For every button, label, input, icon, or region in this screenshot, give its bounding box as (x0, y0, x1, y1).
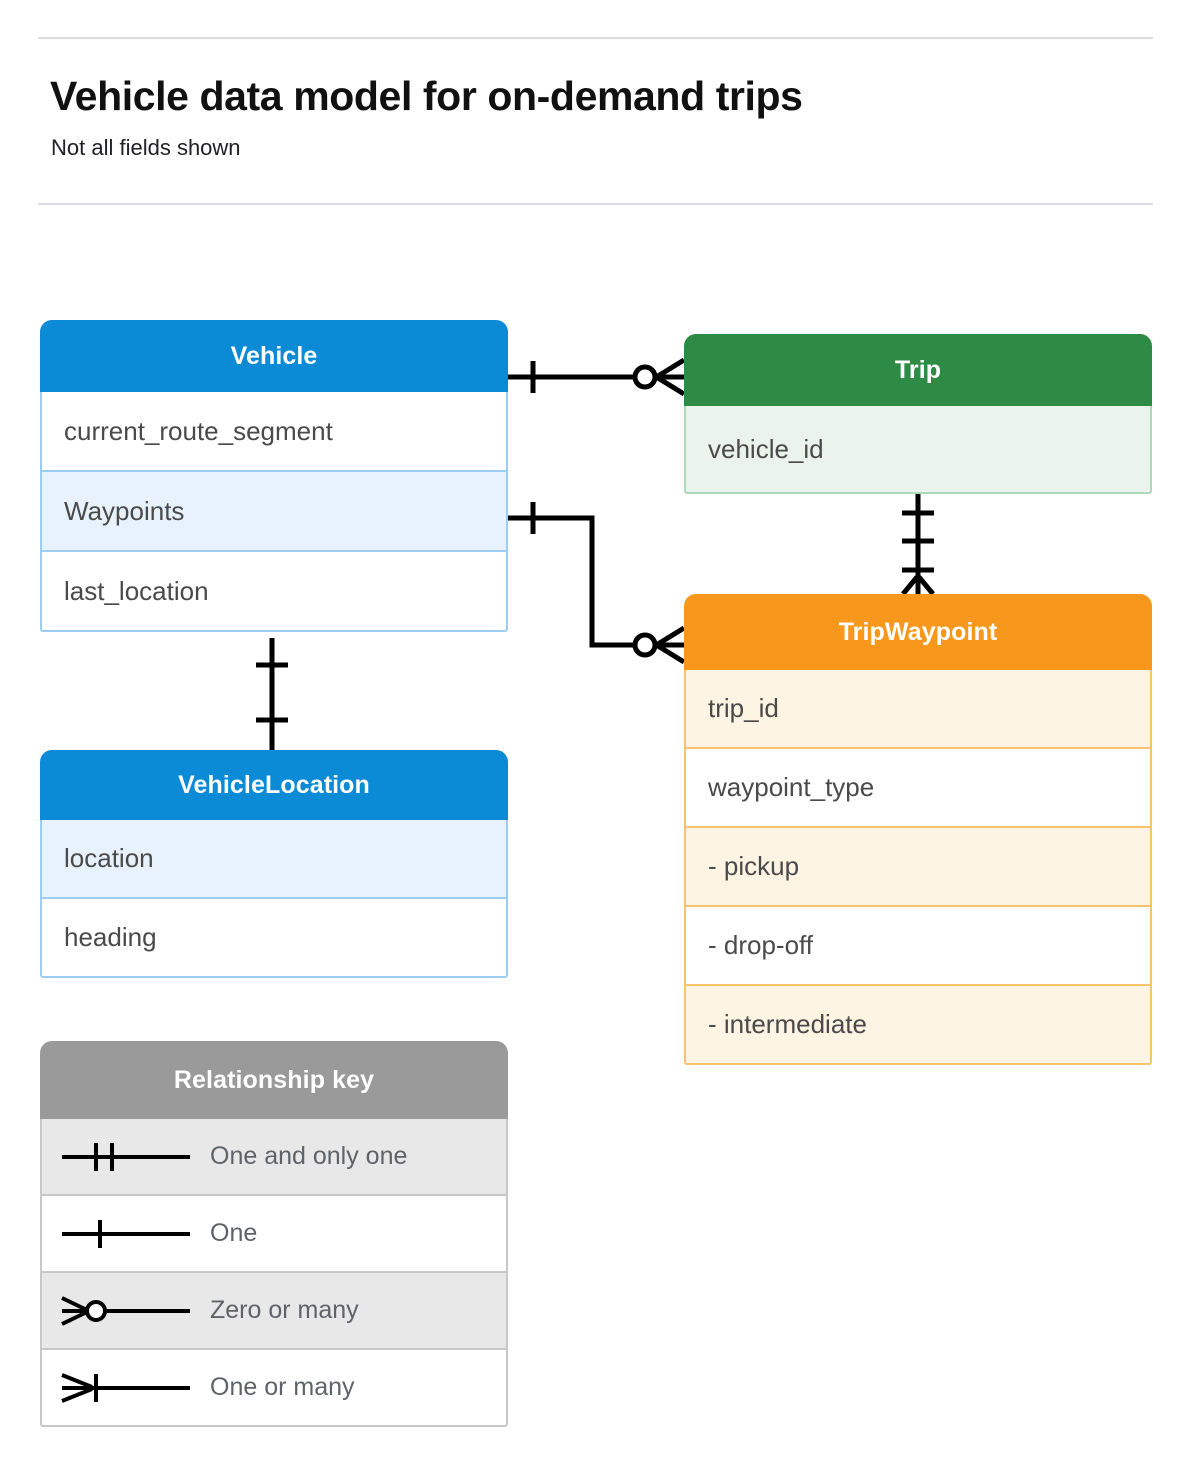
legend-label-one-or-many: One or many (210, 1373, 355, 1401)
entity-tripwaypoint-title: TripWaypoint (684, 594, 1152, 670)
entity-trip[interactable]: Trip vehicle_id (684, 334, 1152, 494)
entity-vehiclelocation-field-location[interactable]: location (40, 820, 508, 899)
legend-item-one: One (40, 1196, 508, 1273)
header-divider-top (38, 37, 1153, 39)
legend-item-zero-or-many: Zero or many (40, 1273, 508, 1350)
page-subtitle: Not all fields shown (51, 135, 241, 160)
header-divider-bottom (38, 203, 1153, 205)
entity-tripwaypoint-value-drop-off[interactable]: - drop-off (684, 907, 1152, 986)
zero-or-many-icon (42, 1273, 210, 1348)
entity-tripwaypoint-field-waypoint-type[interactable]: waypoint_type (684, 749, 1152, 828)
one-icon (42, 1196, 210, 1271)
connector-waypoints-tripwaypoint (508, 515, 684, 648)
entity-vehicle[interactable]: Vehicle current_route_segment Waypoints … (40, 320, 508, 632)
relationship-key-legend: Relationship key One and only one One (40, 1041, 508, 1427)
entity-tripwaypoint-value-intermediate[interactable]: - intermediate (684, 986, 1152, 1065)
legend-label-one-and-only-one: One and only one (210, 1142, 408, 1170)
entity-tripwaypoint-value-pickup[interactable]: - pickup (684, 828, 1152, 907)
one-or-many-icon (42, 1350, 210, 1425)
legend-item-one-and-only-one: One and only one (40, 1119, 508, 1196)
relationship-key-title: Relationship key (40, 1041, 508, 1119)
entity-vehiclelocation[interactable]: VehicleLocation location heading (40, 750, 508, 978)
entity-tripwaypoint[interactable]: TripWaypoint trip_id waypoint_type - pic… (684, 594, 1152, 1065)
entity-vehicle-field-waypoints[interactable]: Waypoints (40, 472, 508, 552)
entity-vehiclelocation-title: VehicleLocation (40, 750, 508, 820)
entity-vehicle-title: Vehicle (40, 320, 508, 392)
entity-trip-title: Trip (684, 334, 1152, 406)
legend-item-one-or-many: One or many (40, 1350, 508, 1427)
entity-vehicle-field-last-location[interactable]: last_location (40, 552, 508, 632)
legend-label-one: One (210, 1219, 258, 1247)
page-title: Vehicle data model for on-demand trips (50, 73, 803, 119)
one-and-only-one-icon (42, 1119, 210, 1194)
legend-label-zero-or-many: Zero or many (210, 1296, 359, 1324)
entity-trip-field-vehicle-id[interactable]: vehicle_id (684, 406, 1152, 494)
entity-tripwaypoint-field-trip-id[interactable]: trip_id (684, 670, 1152, 749)
entity-vehicle-field-current-route-segment[interactable]: current_route_segment (40, 392, 508, 472)
entity-vehiclelocation-field-heading[interactable]: heading (40, 899, 508, 978)
